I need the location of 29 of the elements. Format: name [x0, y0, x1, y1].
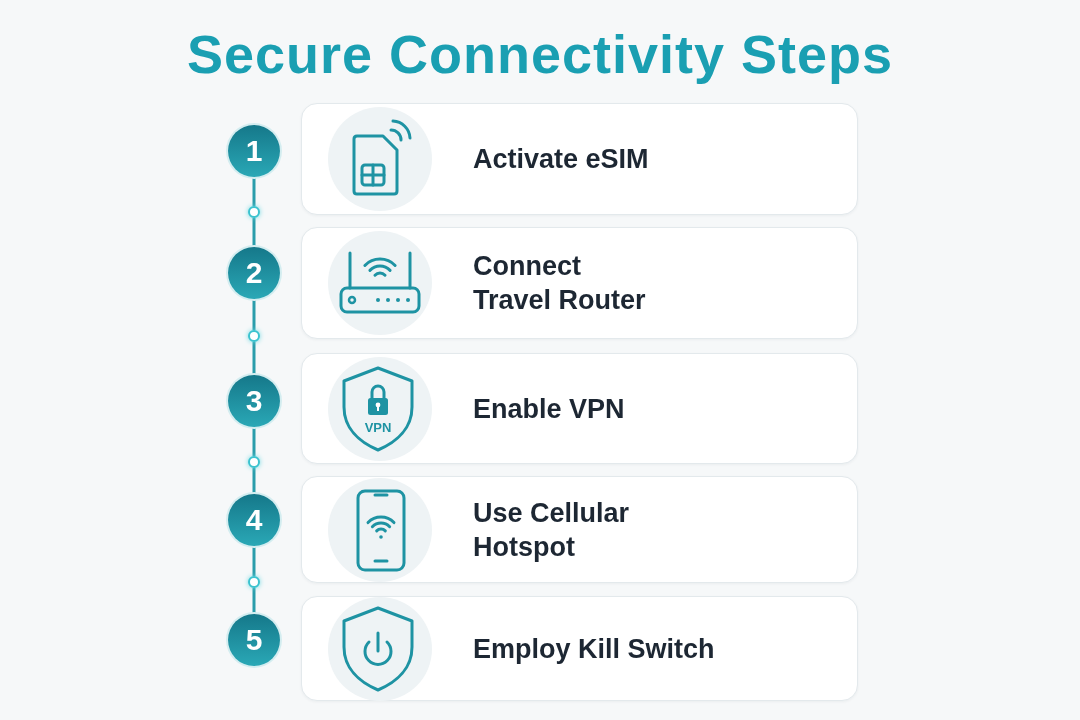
timeline-dot: [248, 456, 260, 468]
timeline-dot: [248, 576, 260, 588]
step-card: [301, 103, 858, 215]
step-title: Enable VPN: [473, 392, 625, 426]
connector-line: [252, 546, 256, 576]
step-card: [301, 596, 858, 701]
step-title: Employ Kill Switch: [473, 632, 715, 666]
connector-line: [252, 299, 256, 330]
timeline-dot: [248, 206, 260, 218]
connector-line: [252, 468, 256, 494]
title: Secure Connectivity Steps: [186, 23, 894, 86]
connector-line: [252, 218, 256, 247]
step-title: Activate eSIM: [473, 143, 649, 176]
connector-line: [252, 588, 256, 614]
step-title: Use Cellular Hotspot: [473, 496, 631, 564]
step-number: 3: [228, 375, 280, 427]
timeline-dot: [248, 330, 260, 342]
step-title: Connect Travel Router: [473, 250, 647, 317]
step-number: 1: [228, 125, 280, 177]
step-number: 2: [228, 247, 280, 299]
connector-line: [252, 427, 256, 456]
step-card: [301, 353, 858, 464]
step-card: [301, 227, 858, 339]
step-number: 5: [228, 614, 280, 666]
icon-label: VPN: [364, 420, 392, 435]
connector-line: [252, 342, 256, 375]
step-card: [301, 476, 858, 583]
step-number: 4: [228, 494, 280, 546]
connector-line: [252, 177, 256, 206]
